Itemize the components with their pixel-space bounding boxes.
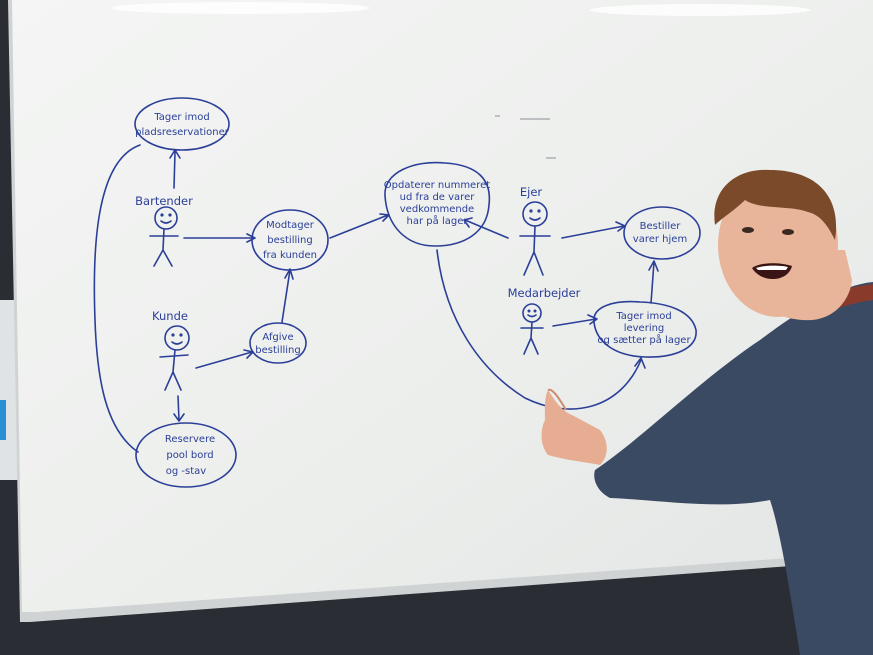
wall-paper-mark [0,400,6,440]
thumbs-up-hand [541,390,607,465]
use-case-line-1: Modtager [266,220,315,231]
arrow-afgive-to-modtager [281,268,294,323]
teeth [756,265,788,270]
left-eye [742,227,754,233]
use-case-line-4: har på lager [407,214,469,227]
use-case-line-2: bestilling [267,235,312,246]
arrow-bartender-to-modtager [183,233,256,243]
use-case-bubble [384,161,491,247]
use-case-line-2: bestilling [255,345,300,356]
stick-figure-icon [519,201,551,276]
arrow-medarbejder-to-levering [552,314,598,327]
ceiling-light-reflection [110,2,370,14]
use-case-bestiller-varer-hjem: Bestiller varer hjem [623,206,701,260]
arrow-levering-to-bestiller [648,260,659,304]
arrow-ejer-to-opdaterer [463,217,509,239]
use-case-bubble [593,300,697,358]
line-kunde-reservation-loop [93,144,141,453]
use-case-line-3: vedkommende [400,204,474,215]
actor-label: Medarbejder [508,286,581,300]
use-case-line-1: Tager imod [153,112,209,123]
use-case-line-3: fra kunden [263,250,317,261]
whiteboard-smudges [495,115,556,159]
actor-label: Kunde [152,309,188,323]
use-case-line-2: pladsreservationer [135,127,230,138]
line-opdaterer-to-levering [436,249,646,410]
arrow-kunde-to-reservere [173,395,185,422]
connections [93,144,659,453]
ceiling-light-reflection [590,4,810,16]
use-case-reservere-poolbord: Reservere pool bord og -stav [135,422,237,488]
hair [714,169,837,240]
actor-bartender: Bartender [135,194,193,267]
use-case-afgive-bestilling: Afgive bestilling [249,322,307,364]
use-case-bubble [249,322,307,364]
use-case-line-1: Tager imod [615,311,671,322]
whiteboard-surface [12,0,873,612]
use-case-line-2: varer hjem [633,234,687,245]
actor-kunde: Kunde [152,309,190,391]
use-case-tager-imod-pladsreservationer: Tager imod pladsreservationer [134,97,230,151]
thumb-outline [547,388,567,411]
use-case-line-3: og -stav [166,466,207,477]
actor-label: Bartender [135,194,193,208]
use-case-bubble [251,209,329,271]
use-case-line-1: Afgive [262,332,293,343]
actor-ejer: Ejer [519,185,551,276]
actor-label: Ejer [520,185,543,199]
use-case-bubble [134,97,230,151]
use-case-modtager-bestilling: Modtager bestilling fra kunden [251,209,329,271]
use-case-line-2: levering [624,323,665,334]
use-case-line-1: Reservere [165,434,215,445]
sweater [594,282,873,655]
use-case-opdaterer-nummeret: Opdaterer nummeret ud fra de varer vedko… [384,161,491,247]
use-case-line-3: og sætter på lager [597,333,691,346]
use-case-bubble [623,206,701,260]
actor-medarbejder: Medarbejder [508,286,581,355]
person-pointing [541,169,873,655]
use-case-tager-imod-levering: Tager imod levering og sætter på lager [593,300,697,358]
stick-figure-icon [520,303,544,355]
stick-figure-icon [159,325,190,391]
right-eye [782,229,794,235]
use-case-line-2: ud fra de varer [400,192,476,203]
use-case-bubble [135,422,237,488]
use-case-line-2: pool bord [166,450,213,461]
use-case-line-1: Bestiller [640,221,682,232]
use-case-line-1: Opdaterer nummeret [384,180,490,191]
stick-figure-icon [149,206,179,267]
